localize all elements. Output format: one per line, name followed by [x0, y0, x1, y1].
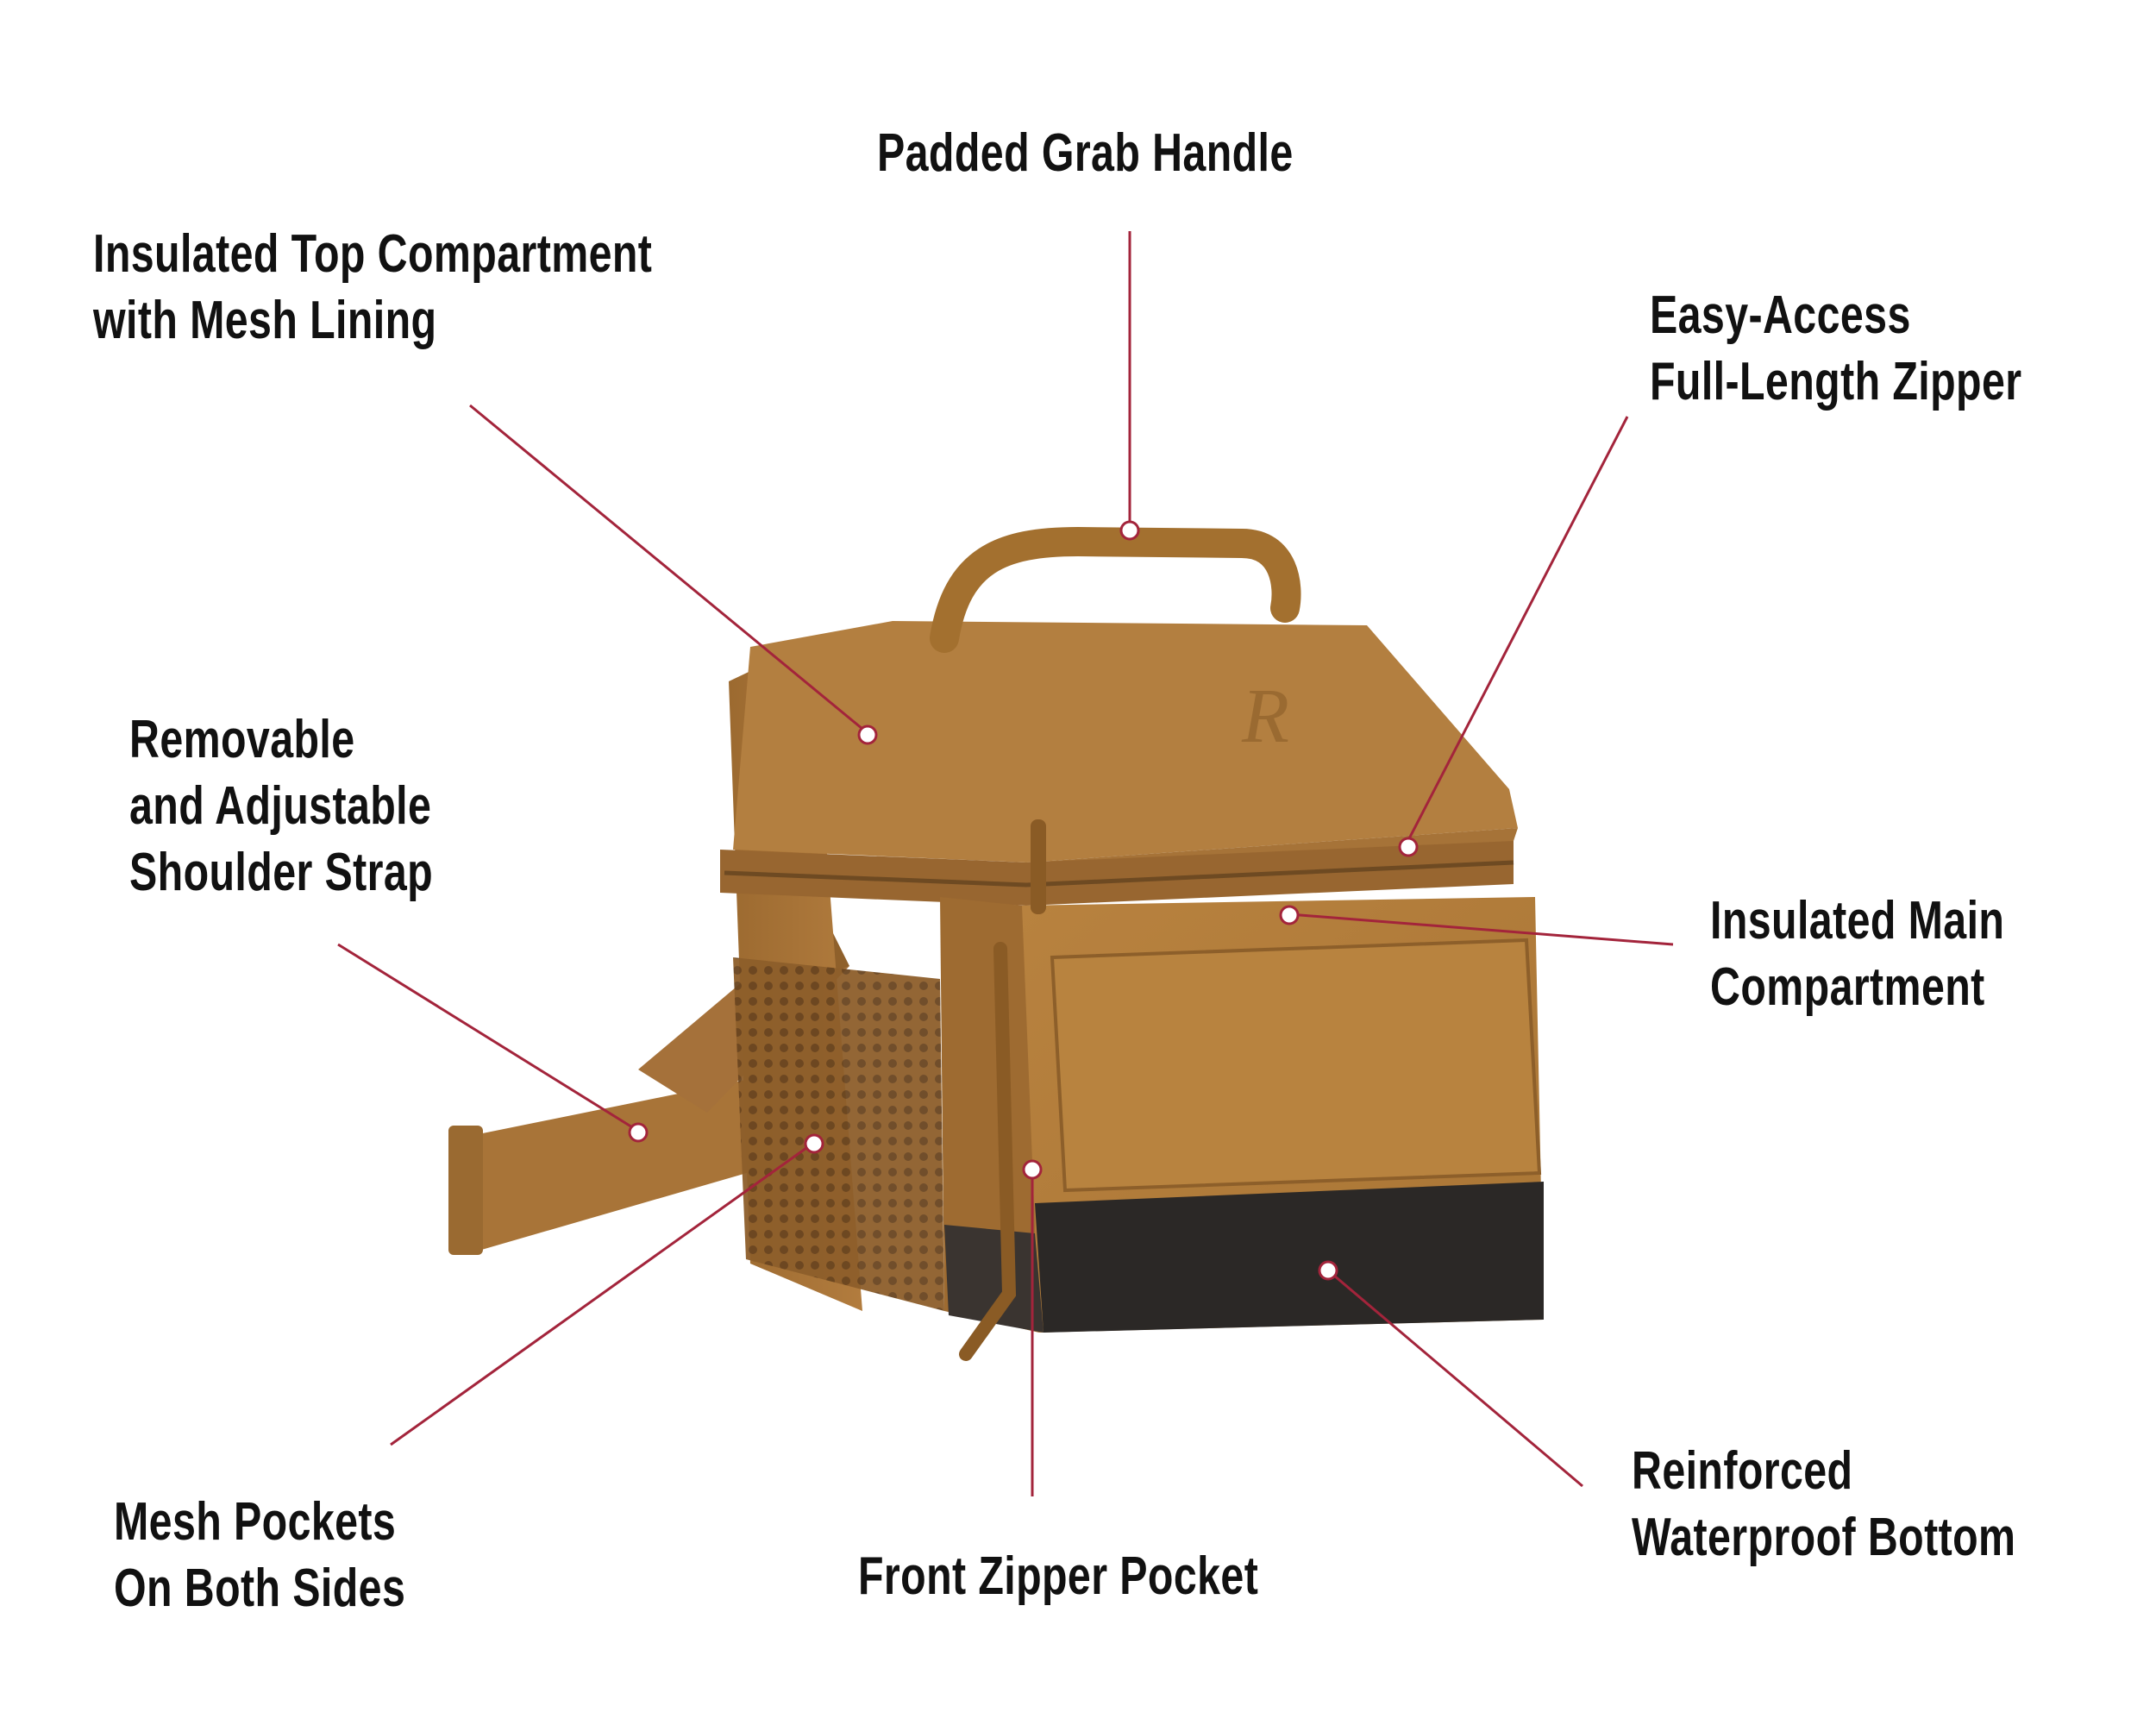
callout-insulated-main-compartment: Insulated Main Compartment: [1710, 891, 2005, 1017]
zipper-track: [724, 860, 1514, 888]
bottom-side: [944, 1225, 1044, 1333]
dot-bottom: [1318, 1260, 1338, 1281]
dot-top-compartment: [857, 724, 878, 745]
zipper-band: [720, 841, 1514, 906]
dot-handle: [1119, 520, 1140, 541]
callout-dots: [628, 520, 1419, 1281]
dot-main-compartment: [1279, 905, 1300, 925]
grab-handle: [930, 526, 1301, 653]
callout-lines: [337, 231, 1674, 1496]
callout-mesh-pockets: Mesh Pockets On Both Sides: [114, 1492, 406, 1618]
zipper-pull-top: [1031, 819, 1046, 914]
dot-strap: [628, 1122, 649, 1143]
dot-front-pocket: [1022, 1159, 1043, 1180]
brand-logo: R: [1241, 674, 1289, 759]
zipper-pull-front: [959, 942, 1017, 1361]
callout-front-zipper-pocket: Front Zipper Pocket: [858, 1546, 1259, 1606]
shoulder-strap: [457, 1074, 806, 1251]
strap-buckle: [448, 1126, 483, 1255]
callout-padded-grab-handle: Padded Grab Handle: [877, 123, 1294, 183]
bag-lower-side: [940, 897, 1039, 1333]
mesh-side-pocket: [733, 957, 944, 1311]
front-pocket-panel: [1050, 938, 1542, 1193]
callout-full-length-zipper: Easy-Access Full-Length Zipper: [1650, 285, 2022, 411]
bag-top-lid: [733, 621, 1518, 862]
callout-insulated-top-compartment: Insulated Top Compartment with Mesh Lini…: [93, 224, 653, 350]
reinforced-bottom: [1035, 1182, 1544, 1333]
callout-shoulder-strap: Removable and Adjustable Shoulder Strap: [129, 710, 434, 902]
dot-mesh-pockets: [804, 1133, 824, 1154]
callout-reinforced-bottom: Reinforced Waterproof Bottom: [1632, 1441, 2016, 1567]
dot-zipper: [1398, 837, 1419, 857]
